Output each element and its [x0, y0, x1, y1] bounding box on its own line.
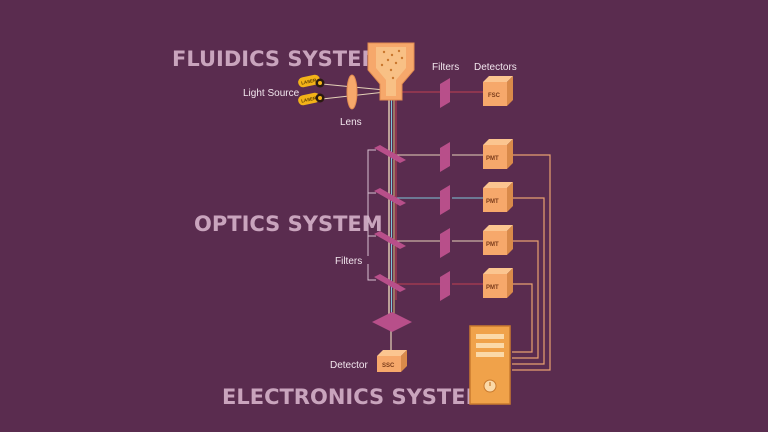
laser-2: LASER [298, 92, 325, 106]
bottom-filter [372, 312, 412, 332]
detectors-top-label: Detectors [474, 62, 517, 73]
svg-text:FSC: FSC [488, 93, 501, 99]
filter-fsc [440, 78, 450, 108]
pmt-detector-2: PMT [483, 182, 513, 212]
svg-text:PMT: PMT [486, 242, 499, 248]
filter-pmt-2 [440, 185, 450, 215]
mirror-1 [374, 145, 406, 163]
signal-wires [512, 154, 551, 371]
computer-tower [469, 325, 511, 405]
laser-beams [321, 83, 484, 100]
filters-side-label: Filters [335, 256, 362, 267]
filter-pmt-4 [440, 271, 450, 301]
lens-label: Lens [340, 117, 362, 128]
svg-text:PMT: PMT [486, 285, 499, 291]
light-source-label: Light Source [243, 88, 300, 99]
svg-text:LASER: LASER [301, 77, 318, 85]
svg-text:SSC: SSC [382, 363, 395, 369]
optics-system-title: OPTICS SYSTEM [194, 212, 383, 236]
filter-pmt-3 [440, 228, 450, 258]
ssc-detector: SSC [377, 350, 407, 372]
pmt-detector-4: PMT [483, 268, 513, 298]
filters-top-label: Filters [432, 62, 459, 73]
split-beams [395, 154, 484, 285]
filter-column [440, 78, 450, 301]
electronics-system-title: ELECTRONICS SYSTEM [222, 385, 486, 409]
detector-bottom-label: Detector [330, 360, 368, 371]
laser-1: LASER [298, 74, 325, 88]
flow-cell-nozzle [367, 42, 415, 101]
pmt-detector-1: PMT [483, 139, 513, 169]
fsc-detector: FSC [483, 76, 513, 106]
mirror-2 [374, 188, 406, 206]
svg-text:LASER: LASER [301, 95, 318, 103]
dichroic-mirrors [374, 145, 406, 292]
filter-pmt-1 [440, 142, 450, 172]
filters-bracket [367, 149, 376, 281]
fluidics-system-title: FLUIDICS SYSTEM [172, 47, 382, 71]
svg-text:PMT: PMT [486, 156, 499, 162]
mirror-3 [374, 231, 406, 249]
svg-text:PMT: PMT [486, 199, 499, 205]
lens [346, 74, 358, 110]
mirror-4 [374, 274, 406, 292]
pmt-detector-3: PMT [483, 225, 513, 255]
